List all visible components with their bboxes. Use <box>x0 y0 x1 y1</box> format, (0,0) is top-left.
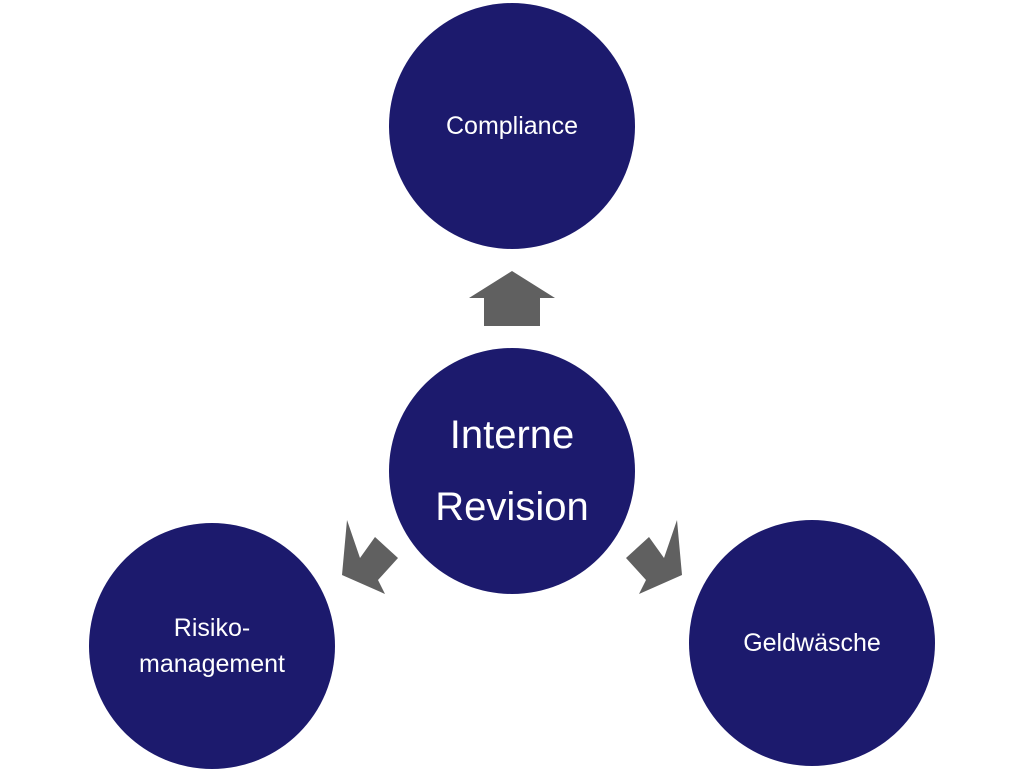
geldwaesche-label: Geldwäsche <box>743 628 881 657</box>
compliance-label: Compliance <box>445 111 578 140</box>
interne-revision-node: Interne Revision <box>389 348 635 594</box>
compliance-node: Compliance <box>389 3 635 249</box>
arrow-down-left <box>342 520 398 594</box>
geldwaesche-node: Geldwäsche <box>689 520 935 766</box>
arrow-up <box>469 271 555 326</box>
risikomanagement-line1: Risiko- <box>173 614 251 642</box>
interne-revision-line2: Revision <box>435 485 589 529</box>
risikomanagement-node: Risiko- management <box>89 523 335 769</box>
arrow-down-right <box>626 520 682 594</box>
interne-revision-line1: Interne <box>449 413 575 457</box>
risikomanagement-line2: management <box>139 650 285 678</box>
